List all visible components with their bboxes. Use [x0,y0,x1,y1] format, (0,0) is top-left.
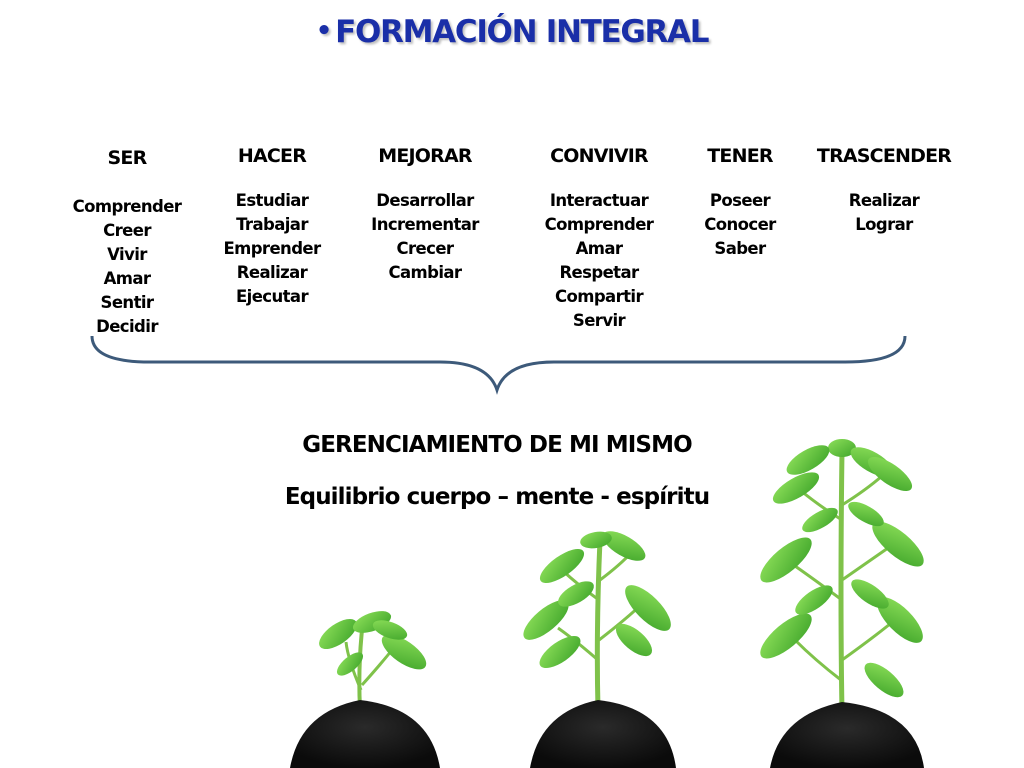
column-header: HACER [237,145,307,167]
seedling-large [760,439,924,768]
column-header: MEJORAR [378,145,472,167]
title-text: FORMACIÓN INTEGRAL [335,14,709,50]
column-item: Compartir [554,287,644,306]
column-item: Amar [575,239,623,258]
column-convivir: CONVIVIR Interactuar Comprender Amar Res… [531,144,667,333]
summary-heading: GERENCIAMIENTO DE MI MISMO [302,432,692,458]
column-item: Ejecutar [235,287,309,306]
column-item: Desarrollar [376,191,474,210]
column-item: Comprender [544,215,654,234]
column-item: Emprender [223,239,321,258]
column-ser: SER Comprender Creer Vivir Amar Sentir D… [62,146,192,339]
column-item: Incrementar [371,215,479,234]
seedling-medium [523,531,676,768]
column-item: Respetar [559,263,639,282]
column-tener: TENER Poseer Conocer Saber [690,144,790,261]
column-header: TRASCENDER [816,145,952,167]
column-item: Amar [103,269,151,288]
column-item: Interactuar [549,191,649,210]
curly-brace [90,335,907,395]
column-item: Realizar [848,191,920,210]
column-item: Vivir [107,245,147,264]
column-hacer: HACER Estudiar Trabajar Emprender Realiz… [212,144,332,309]
summary-subheading: Equilibrio cuerpo – mente - espíritu [284,484,710,510]
column-header: CONVIVIR [550,145,649,167]
column-trascender: TRASCENDER Realizar Lograr [806,144,962,237]
column-item: Creer [103,221,151,240]
column-item: Decidir [96,317,158,336]
column-item: Realizar [236,263,308,282]
column-item: Conocer [704,215,776,234]
column-item: Sentir [100,293,155,312]
column-item: Servir [572,311,626,330]
title-bullet: • [315,16,333,46]
slide-title: •FORMACIÓN INTEGRAL [0,14,1024,50]
column-header: SER [107,147,148,169]
column-mejorar: MEJORAR Desarrollar Incrementar Crecer C… [360,144,490,285]
column-item: Cambiar [388,263,463,282]
column-item: Saber [714,239,766,258]
column-item: Comprender [72,197,182,216]
column-item: Poseer [709,191,771,210]
column-item: Crecer [396,239,455,258]
column-item: Trabajar [236,215,308,234]
column-item: Lograr [855,215,913,234]
column-item: Estudiar [235,191,309,210]
column-header: TENER [707,145,773,167]
seedling-small [290,611,440,768]
